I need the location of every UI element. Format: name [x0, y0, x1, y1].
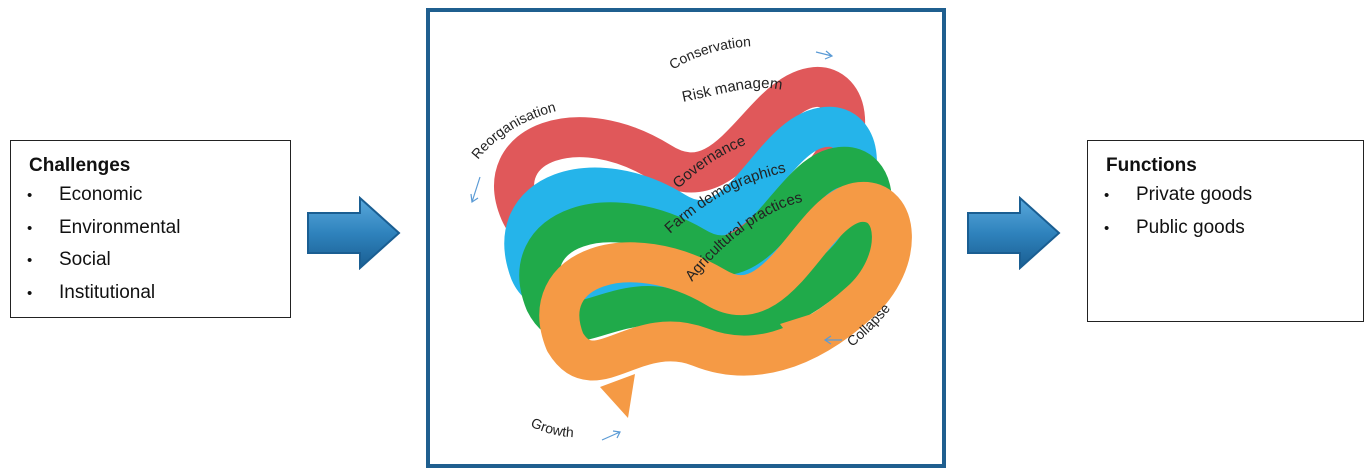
challenges-box: Challenges • Economic • Environmental • Soc… [10, 140, 291, 318]
challenge-item-label: Social [59, 249, 111, 270]
function-item: • Public goods [1104, 212, 1363, 245]
phase-arrows [470, 50, 842, 441]
challenges-list: • Economic • Environmental • Social • Instit… [11, 179, 290, 309]
phase-label-growth: Growth [529, 414, 575, 440]
function-item-label: Private goods [1136, 184, 1253, 205]
loop-arrowhead-icon [780, 312, 818, 348]
bullet-icon: • [1104, 219, 1110, 237]
functions-list: • Private goods • Public goods [1088, 179, 1363, 244]
bullet-icon: • [27, 219, 33, 237]
arrow-right-icon [815, 50, 834, 60]
function-item: • Private goods [1104, 179, 1363, 212]
bullet-icon: • [1104, 187, 1110, 204]
challenge-item: • Institutional [27, 277, 290, 310]
right-arrow-icon [307, 196, 401, 270]
arrow-up-right-icon [601, 430, 621, 441]
bullet-icon: • [27, 284, 33, 302]
loop-agricultural-practices [539, 181, 912, 418]
challenge-item-label: Institutional [59, 281, 156, 303]
right-arrow-icon [967, 196, 1061, 270]
challenge-item: • Economic [27, 179, 290, 212]
functions-title: Functions [1106, 155, 1197, 176]
bullet-icon: • [27, 187, 33, 204]
challenges-title: Challenges [29, 155, 131, 176]
loop-arrowhead-icon [600, 374, 635, 418]
challenge-item-label: Environmental [59, 216, 181, 238]
adaptive-cycle-diagram: Risk management Governance Farm demograp… [430, 12, 912, 441]
adaptive-cycle-panel: Risk management Governance Farm demograp… [426, 8, 946, 468]
challenge-item-label: Economic [59, 184, 143, 205]
challenge-item: • Environmental [27, 212, 290, 245]
arrow-down-icon [470, 176, 481, 204]
function-item-label: Public goods [1136, 216, 1245, 238]
challenge-item: • Social [27, 244, 290, 277]
phase-label-conservation: Conservation [666, 33, 751, 72]
functions-box: Functions • Private goods • Public goods [1087, 140, 1364, 322]
arrow-left-icon [823, 335, 842, 345]
bullet-icon: • [27, 252, 33, 269]
loop-label-risk-management: Risk management [430, 12, 784, 106]
